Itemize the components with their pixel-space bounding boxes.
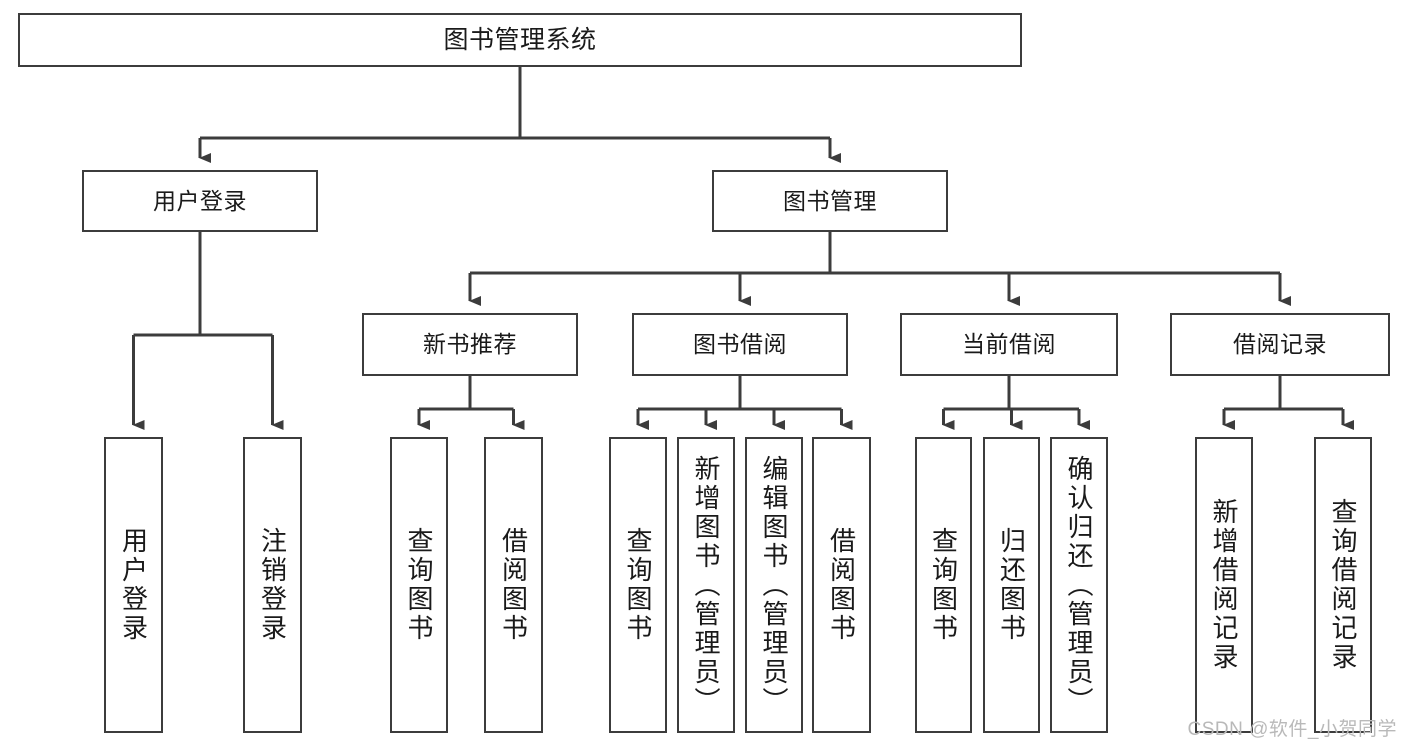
node-leaf-query-book-2[interactable]: 查询图书 [609,437,667,733]
node-root-label: 图书管理系统 [443,25,597,54]
connector-group [132,67,1354,430]
node-leaf-return-book-label: 归还图书 [996,527,1027,643]
node-new-book-rec-label: 新书推荐 [423,331,517,358]
node-current-borrow[interactable]: 当前借阅 [900,313,1118,376]
node-user-login[interactable]: 用户登录 [82,170,318,232]
node-new-book-rec[interactable]: 新书推荐 [362,313,578,376]
node-leaf-user-login[interactable]: 用户登录 [104,437,163,733]
csdn-watermark: CSDN @软件_小贺同学 [1187,719,1397,740]
node-leaf-edit-book[interactable]: 编辑图书（管理员） [745,437,803,733]
node-leaf-borrow-book-1-label: 借阅图书 [498,527,529,643]
node-borrow-record[interactable]: 借阅记录 [1170,313,1390,376]
node-book-manage[interactable]: 图书管理 [712,170,948,232]
node-borrow-record-label: 借阅记录 [1233,331,1327,358]
node-root[interactable]: 图书管理系统 [18,13,1022,67]
node-leaf-add-book-label: 新增图书（管理员） [691,454,721,716]
node-leaf-user-login-label: 用户登录 [118,527,149,643]
node-leaf-query-record[interactable]: 查询借阅记录 [1314,437,1372,733]
node-leaf-borrow-book-2-label: 借阅图书 [826,527,857,643]
node-leaf-add-record[interactable]: 新增借阅记录 [1195,437,1253,733]
node-leaf-query-book-1-label: 查询图书 [404,527,434,643]
node-leaf-confirm-return-label: 确认归还（管理员） [1064,454,1094,716]
node-leaf-query-book-3[interactable]: 查询图书 [915,437,972,733]
node-leaf-query-book-3-label: 查询图书 [928,527,959,643]
node-user-login-label: 用户登录 [153,187,247,214]
node-book-manage-label: 图书管理 [783,187,877,214]
node-leaf-user-logout-label: 注销登录 [257,527,288,643]
node-leaf-query-book-2-label: 查询图书 [623,527,653,643]
node-leaf-add-book[interactable]: 新增图书（管理员） [677,437,735,733]
node-leaf-borrow-book-2[interactable]: 借阅图书 [812,437,871,733]
node-book-borrow-label: 图书借阅 [693,331,787,358]
node-leaf-user-logout[interactable]: 注销登录 [243,437,302,733]
node-leaf-edit-book-label: 编辑图书（管理员） [759,454,789,716]
node-leaf-return-book[interactable]: 归还图书 [983,437,1040,733]
node-leaf-query-record-label: 查询借阅记录 [1328,498,1358,672]
node-book-borrow[interactable]: 图书借阅 [632,313,848,376]
node-leaf-add-record-label: 新增借阅记录 [1209,498,1239,672]
node-current-borrow-label: 当前借阅 [962,331,1056,358]
node-leaf-query-book-1[interactable]: 查询图书 [390,437,448,733]
node-leaf-confirm-return[interactable]: 确认归还（管理员） [1050,437,1108,733]
node-leaf-borrow-book-1[interactable]: 借阅图书 [484,437,543,733]
